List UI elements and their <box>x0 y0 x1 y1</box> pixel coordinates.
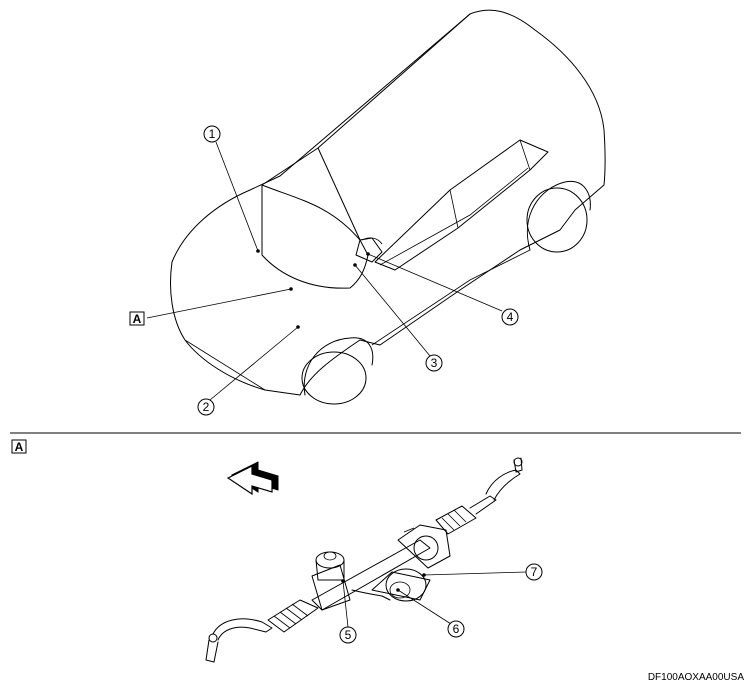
svg-text:4: 4 <box>507 310 514 324</box>
svg-text:3: 3 <box>431 356 438 370</box>
upper-leader-lines <box>146 141 503 401</box>
callout-4: 4 <box>501 308 519 326</box>
callout-2: 2 <box>197 398 215 416</box>
svg-text:5: 5 <box>345 628 352 642</box>
callout-7: 7 <box>525 563 543 581</box>
callout-1: 1 <box>203 125 221 143</box>
callout-6: 6 <box>447 620 465 638</box>
steering-gear-assembly <box>205 457 523 663</box>
front-arrow-icon <box>226 461 279 496</box>
view-marker-upper: A <box>129 311 145 326</box>
svg-text:2: 2 <box>203 400 210 414</box>
callout-5: 5 <box>339 626 357 644</box>
vehicle-outline <box>170 9 606 405</box>
callout-3: 3 <box>425 354 443 372</box>
svg-text:6: 6 <box>453 622 460 636</box>
lower-leader-lines <box>341 571 527 628</box>
svg-text:7: 7 <box>531 565 538 579</box>
svg-text:A: A <box>133 312 142 326</box>
svg-text:1: 1 <box>209 127 216 141</box>
image-code: DF100AOXAA00USA <box>648 672 744 683</box>
svg-text:A: A <box>15 440 24 454</box>
view-marker-lower: A <box>11 439 27 454</box>
